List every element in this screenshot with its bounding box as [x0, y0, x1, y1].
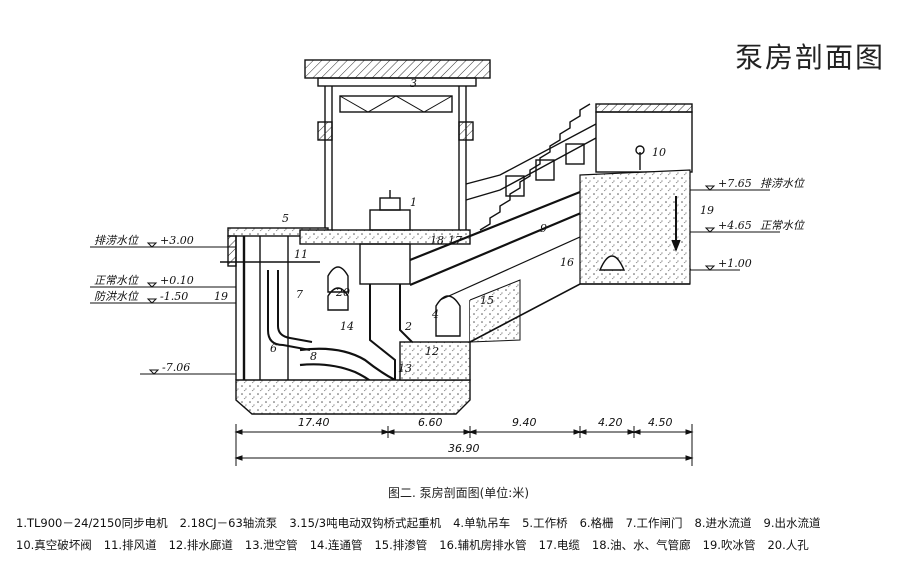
legend-item: 14.连通管: [309, 538, 363, 552]
pump-unit-block: [299, 190, 471, 391]
callout-6: 6: [270, 342, 277, 355]
callout-7: 7: [296, 288, 303, 301]
legend-item: 13.泄空管: [244, 538, 298, 552]
dimension-17-40: 17.40: [298, 416, 330, 429]
callout-19-left: 19: [214, 290, 228, 303]
foundation-slab: [235, 341, 471, 415]
elevation-label-left-low-name: 防洪水位: [94, 290, 139, 303]
pump-house-section-diagram: 排涝水位 +3.00 正常水位 +0.10 防洪水位 -1.50 -7.06 +…: [90, 59, 805, 466]
dimension-lines: [234, 424, 694, 466]
elevation-left-top: +3.00: [160, 234, 194, 247]
figure-caption: 图二. 泵房剖面图(单位:米): [387, 486, 530, 500]
legend-item: 17.电缆: [538, 538, 580, 552]
elevation-markers: [90, 185, 780, 375]
callout-9: 9: [540, 222, 547, 235]
dimension-total: 36.90: [448, 442, 480, 455]
legend-item: 1.TL900－24/2150同步电机: [16, 516, 168, 530]
callout-2: 2: [404, 320, 412, 333]
elevation-label-left-mid-name: 正常水位: [94, 274, 139, 287]
elevation-label-left-top-name: 排涝水位: [94, 234, 139, 247]
callout-1: 1: [410, 196, 417, 209]
callout-14: 14: [340, 320, 354, 333]
inclined-base: [469, 283, 690, 343]
callout-numbers: 3 1 5 11 7 6 8 20 14 2 13 12 4 15 9 16 1…: [214, 77, 714, 375]
elevation-right-low: +1.00: [718, 257, 752, 270]
dimension-6-60: 6.60: [418, 416, 443, 429]
callout-8: 8: [310, 350, 317, 363]
dimension-4-20: 4.20: [598, 416, 623, 429]
legend-item: 11.排风道: [103, 538, 157, 552]
callout-3: 3: [410, 77, 417, 90]
legend-item: 19.吹冰管: [702, 538, 756, 552]
callout-17: 17: [448, 234, 462, 247]
legend-item: 6.格栅: [579, 516, 614, 530]
callout-12: 12: [425, 345, 439, 358]
elevation-label-right-top-name: 排涝水位: [760, 177, 805, 190]
callout-13: 13: [398, 362, 412, 375]
callout-10: 10: [652, 146, 666, 159]
callout-20: 20: [335, 286, 350, 299]
legend-item: 20.人孔: [767, 538, 809, 552]
legend-item: 5.工作桥: [522, 516, 568, 530]
elevation-right-mid: +4.65: [718, 219, 752, 232]
legend-item: 18.油、水、气管廊: [591, 538, 691, 552]
callout-5: 5: [282, 212, 289, 225]
legend-item: 16.辅机房排水管: [439, 538, 527, 552]
callout-18: 18: [430, 234, 444, 247]
dimension-9-40: 9.40: [512, 416, 537, 429]
elevation-left-bottom: -7.06: [162, 361, 190, 374]
bridge-crane: [339, 95, 453, 113]
elevation-right-top: +7.65: [718, 177, 752, 190]
main-building-superstructure: [304, 59, 491, 230]
legend-item: 4.单轨吊车: [453, 516, 511, 530]
elevation-left-low: -1.50: [160, 290, 188, 303]
legend-item: 7.工作闸门: [625, 516, 683, 530]
callout-11: 11: [294, 248, 308, 261]
diagram-title: 泵房剖面图: [734, 41, 885, 74]
legend: 1.TL900－24/2150同步电机 2.18CJ－63轴流泵 3.15/3吨电动…: [16, 512, 906, 556]
legend-item: 15.排渗管: [374, 538, 428, 552]
callout-16: 16: [560, 256, 574, 269]
forebay-structure: [220, 227, 329, 380]
callout-4: 4: [431, 308, 439, 321]
legend-item: 2.18CJ－63轴流泵: [179, 516, 278, 530]
callout-19-right: 19: [700, 204, 714, 217]
legend-item: 3.15/3吨电动双钩桥式起重机: [289, 516, 442, 530]
legend-item: 9.出水流道: [763, 516, 821, 530]
dimension-4-50: 4.50: [648, 416, 673, 429]
elevation-left-mid: +0.10: [160, 274, 194, 287]
callout-15: 15: [480, 294, 494, 307]
elevation-label-right-mid-name: 正常水位: [760, 219, 805, 232]
legend-item: 12.排水廊道: [168, 538, 233, 552]
legend-item: 8.进水流道: [694, 516, 752, 530]
legend-item: 10.真空破坏阀: [16, 538, 92, 552]
